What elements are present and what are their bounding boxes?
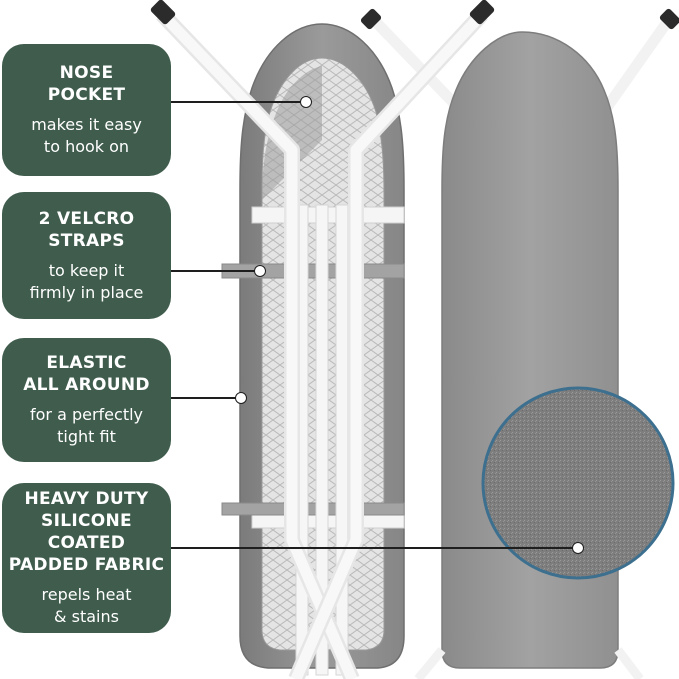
callout-title-line: ELASTIC (46, 353, 127, 373)
callout-subtitle-line: to keep it (48, 260, 125, 280)
callout-title-line: ALL AROUND (23, 375, 150, 395)
callout-title-line: HEAVY DUTY (24, 489, 149, 509)
callout-subtitle-line: makes it easy (31, 115, 142, 134)
callout-title-line: POCKET (47, 85, 126, 105)
callout-subtitle-line: firmly in place (29, 282, 144, 302)
callout-subtitle-line: repels heat (41, 585, 132, 604)
velcro-strap-bottom (221, 502, 405, 516)
left-board-legs (150, 0, 495, 679)
callout-title-line: PADDED FABRIC (8, 555, 165, 575)
callout-title-line: STRAPS (48, 230, 125, 251)
callout-title-line: NOSE (59, 63, 114, 83)
callout-subtitle-line: for a perfectly (29, 405, 143, 424)
callout-title-line: SILICONE COATED (41, 511, 132, 553)
callout-subtitle-line: to hook on (43, 137, 130, 156)
callout-subtitle-line: tight fit (57, 427, 116, 446)
callout-title-line: 2 VELCRO (38, 208, 135, 229)
callout-subtitle-line: & stains (54, 607, 119, 626)
callout-leaders (171, 96, 584, 554)
